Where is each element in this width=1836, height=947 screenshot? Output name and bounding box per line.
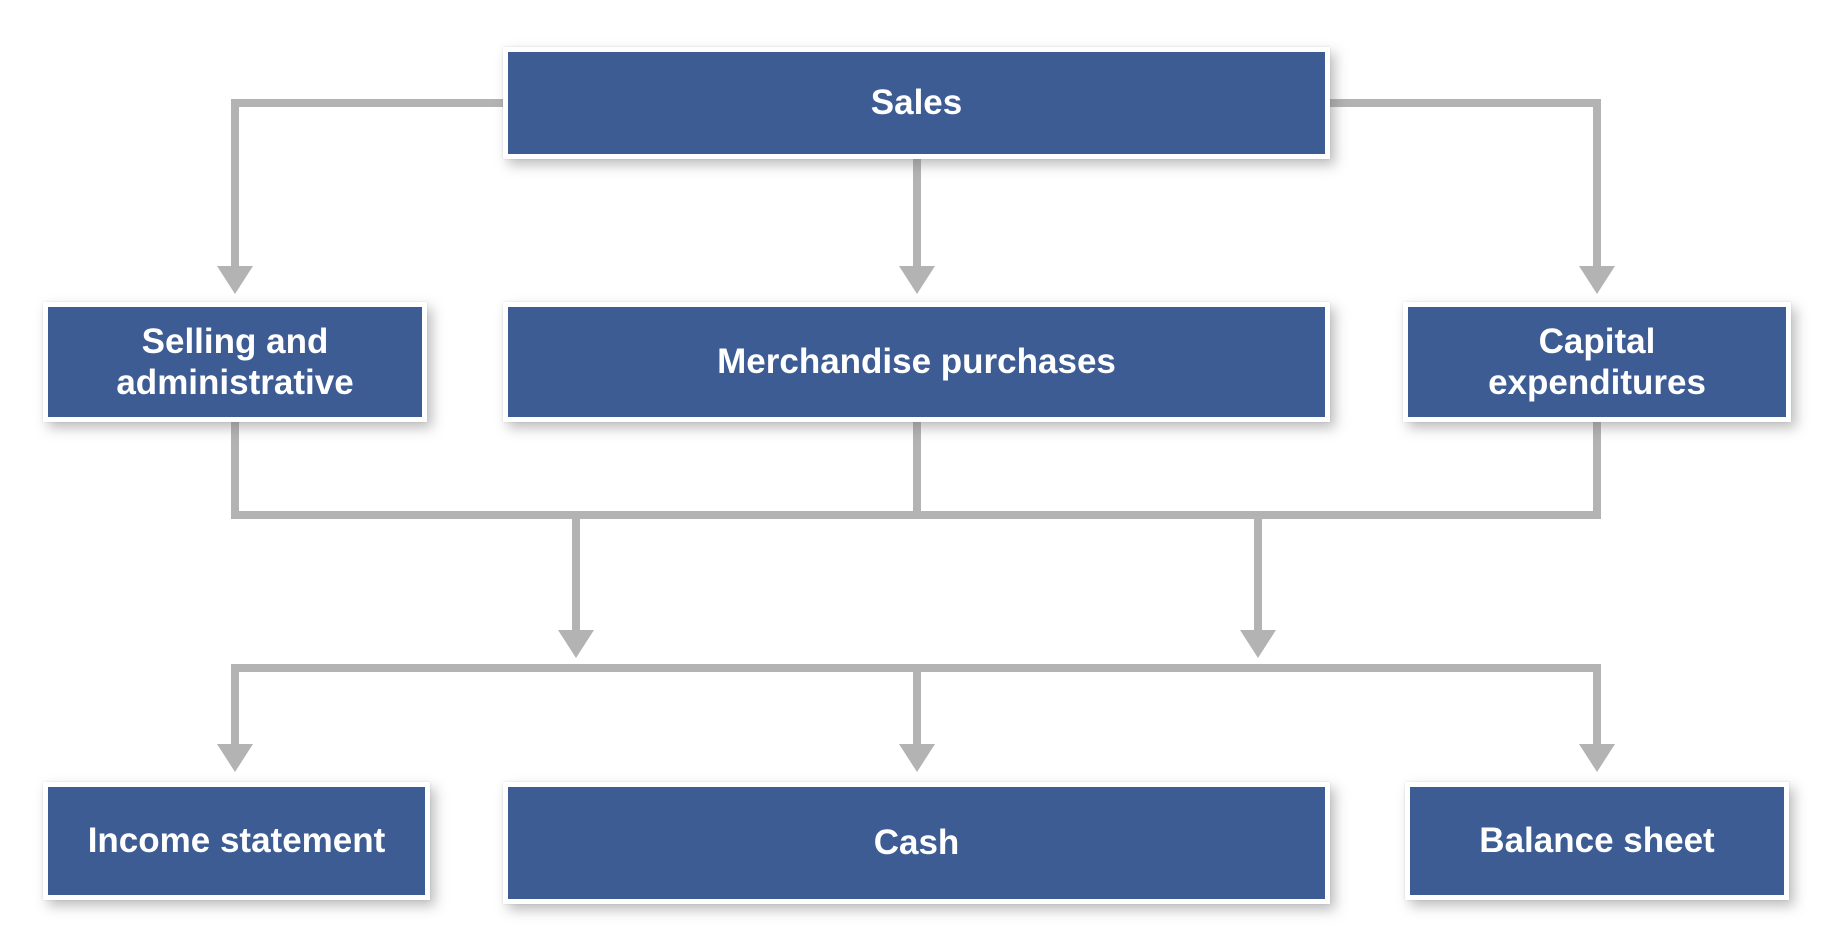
arrowhead-to-balance-sheet bbox=[1579, 744, 1615, 772]
arrowhead-to-cash bbox=[899, 744, 935, 772]
connector-bus-to-bus bbox=[572, 511, 1262, 632]
arrowhead-to-selling-admin bbox=[217, 266, 253, 294]
node-sales: Sales bbox=[503, 47, 1330, 159]
node-income-statement: Income statement bbox=[43, 782, 430, 900]
node-capital-expenditures-label: Capital expenditures bbox=[1488, 321, 1706, 402]
node-selling-and-administrative: Selling and administrative bbox=[43, 302, 427, 422]
node-balance-sheet: Balance sheet bbox=[1405, 782, 1789, 900]
connector-collector-bus-top bbox=[231, 410, 1601, 519]
arrowhead-bus-right bbox=[1240, 630, 1276, 658]
arrowhead-bus-left bbox=[558, 630, 594, 658]
arrowhead-to-merchandise bbox=[899, 266, 935, 294]
arrowhead-to-capital-expenditures bbox=[1579, 266, 1615, 294]
connector-collector-bus-bottom bbox=[231, 664, 1601, 746]
node-merchandise-purchases: Merchandise purchases bbox=[503, 302, 1330, 422]
node-sales-label: Sales bbox=[870, 83, 963, 123]
node-cash: Cash bbox=[503, 782, 1330, 904]
node-selling-and-administrative-label: Selling and administrative bbox=[116, 321, 354, 402]
node-income-statement-label: Income statement bbox=[87, 821, 386, 861]
node-merchandise-purchases-label: Merchandise purchases bbox=[717, 342, 1116, 382]
node-balance-sheet-label: Balance sheet bbox=[1479, 821, 1715, 861]
node-cash-label: Cash bbox=[873, 823, 960, 863]
arrowhead-to-income-statement bbox=[217, 744, 253, 772]
node-capital-expenditures: Capital expenditures bbox=[1403, 302, 1791, 422]
